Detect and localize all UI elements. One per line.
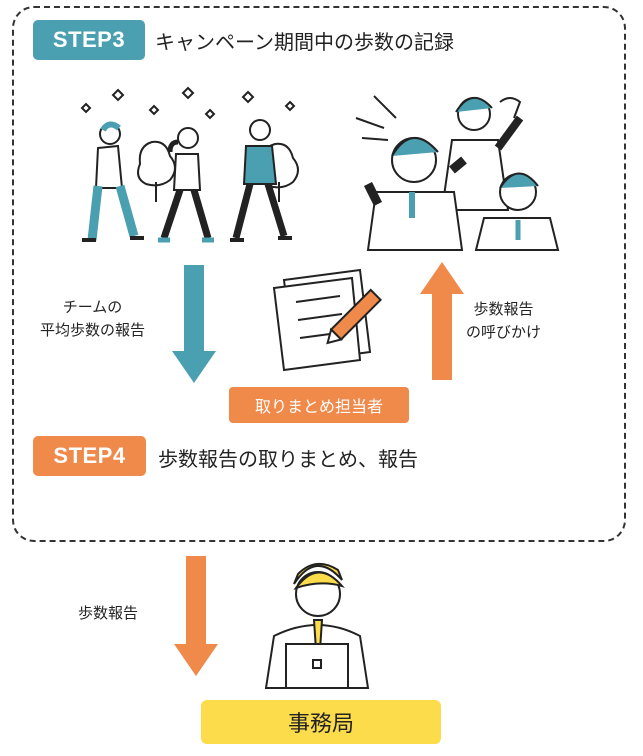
step-report-label: 歩数報告: [78, 604, 139, 622]
cheering-team-illustration: [355, 95, 560, 251]
coordinator-badge: 取りまとめ担当者: [229, 387, 409, 423]
office-worker-laptop-illustration: [264, 563, 370, 689]
step-report-call-label: 歩数報告 の呼びかけ: [466, 300, 542, 341]
orange-up-arrow: [420, 262, 464, 380]
campaign-frame: [12, 6, 626, 542]
teal-down-arrow: [172, 265, 216, 383]
walking-people-illustration: [80, 86, 299, 243]
document-pencil-icon: [272, 268, 383, 372]
team-average-report-label: チームの 平均歩数の報告: [40, 298, 146, 339]
secretariat-box: 事務局: [201, 700, 441, 744]
orange-down-arrow: [174, 556, 218, 676]
step3-badge: STEP3: [33, 20, 145, 60]
step4-title: 歩数報告の取りまとめ、報告: [158, 447, 418, 471]
step3-title: キャンペーン期間中の歩数の記録: [155, 30, 454, 54]
step4-badge: STEP4: [33, 436, 146, 476]
